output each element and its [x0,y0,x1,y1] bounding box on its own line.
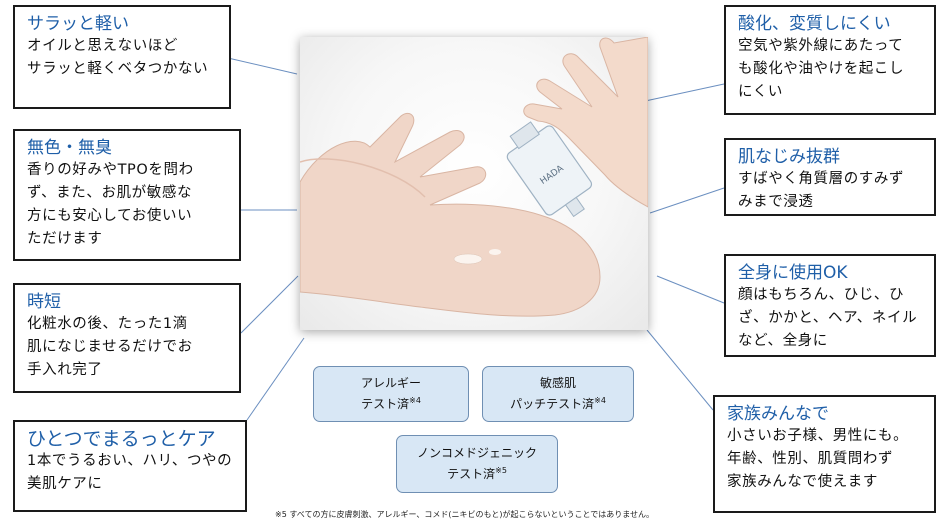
feature-title: ひとつでまるっとケア [27,428,216,450]
feature-title: 無色・無臭 [27,138,112,158]
feature-box-wholebody: 全身に使用OK 顔はもちろん、ひじ、ひ ざ、かかと、ヘア、ネイル など、全身に [724,254,936,357]
connector-line [240,275,299,334]
connector-line [656,275,725,304]
feature-body: 化粧水の後、たった1滴 肌になじませるだけでお 手入れ完了 [27,316,193,378]
feature-box-allinone: ひとつでまるっとケア 1本でうるおい、ハリ、つやの 美肌ケアに [13,420,247,512]
product-photo: HADA [299,36,649,330]
badge-mark: ※5 [495,466,507,475]
badge-line2: テスト済※4 [361,396,421,411]
feature-title: 時短 [27,292,61,312]
feature-box-timesaving: 時短 化粧水の後、たった1滴 肌になじませるだけでお 手入れ完了 [13,283,241,393]
feature-title: 酸化、変質しにくい [738,14,891,34]
feature-title: 全身に使用OK [738,263,848,283]
feature-body: オイルと思えないほど サラッと軽くベタつかない [27,38,209,77]
feature-box-oxidation: 酸化、変質しにくい 空気や紫外線にあたって も酸化や油やけを起こし にくい [724,5,936,115]
feature-title: 肌なじみ抜群 [738,147,840,167]
badge-line1: アレルギー [360,376,421,390]
footnote: ※5 すべての方に皮膚刺激、アレルギー、コメド(ニキビのもと)が起こらないという… [275,510,654,519]
badge-patch-tested: 敏感肌 パッチテスト済※4 [482,366,634,422]
feature-body: 小さいお子様、男性にも。 年齢、性別、肌質問わず 家族みんなで使えます [727,428,909,490]
connector-line [649,187,725,214]
feature-box-family: 家族みんなで 小さいお子様、男性にも。 年齢、性別、肌質問わず 家族みんなで使え… [713,395,936,513]
connector-line [635,83,725,104]
badge-mark: ※4 [594,396,606,405]
feature-body: 香りの好みやTPOを問わ ず、また、お肌が敏感な 方にも安心してお使いい ただけ… [27,162,194,247]
hand-with-bottle-image: HADA [299,36,649,317]
badge-allergy-tested: アレルギー テスト済※4 [313,366,469,422]
feature-title: サラッと軽い [27,14,129,34]
badge-mark: ※4 [409,396,421,405]
feature-box-colorless: 無色・無臭 香りの好みやTPOを問わ ず、また、お肌が敏感な 方にも安心してお使… [13,129,241,261]
badge-noncomedogenic-tested: ノンコメドジェニック テスト済※5 [396,435,558,493]
connector-line [646,329,714,411]
feature-body: すばやく角質層のすみず みまで浸透 [738,171,905,210]
badge-line1: 敏感肌 [539,376,576,390]
feature-body: 顔はもちろん、ひじ、ひ ざ、かかと、ヘア、ネイル など、全身に [738,287,918,349]
badge-line2: パッチテスト済※4 [510,396,606,411]
feature-box-light: サラッと軽い オイルと思えないほど サラッと軽くベタつかない [13,5,231,109]
feature-title: 家族みんなで [727,404,829,424]
feature-box-absorption: 肌なじみ抜群 すばやく角質層のすみず みまで浸透 [724,138,936,216]
feature-body: 空気や紫外線にあたって も酸化や油やけを起こし にくい [738,38,905,100]
feature-body: 1本でうるおい、ハリ、つやの 美肌ケアに [27,453,233,492]
connector-line [227,57,298,75]
badge-line2: テスト済※5 [447,466,507,481]
badge-line1: ノンコメドジェニック [416,446,537,460]
connector-line [246,337,305,421]
